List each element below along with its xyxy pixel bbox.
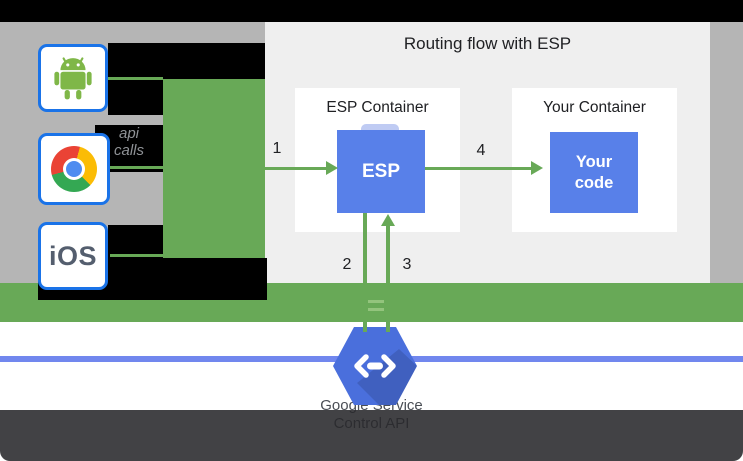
black-overlay-android-below [108,79,163,115]
arrow-2-line [363,213,367,332]
api-calls-label: api calls [96,125,162,159]
your-container-label: Your Container [543,99,646,116]
your-code-box: Your code [550,132,638,213]
ios-connector-line [110,254,163,257]
android-connector-line [108,77,163,80]
step-3-label: 3 [402,256,412,273]
ios-client-box: iOS [38,222,108,290]
service-link-dash-1 [368,300,384,303]
right-gray-strip [710,22,743,283]
esp-box: ESP [337,130,425,213]
step-2-label: 2 [342,256,352,273]
endpoints-hexagon-icon [333,327,417,405]
arrow-4-line [425,166,531,170]
esp-box-highlight-tab [361,124,399,134]
code-angle-brackets-icon [354,354,396,378]
arrow-4-head-icon [531,161,543,175]
arrow-1-line [265,166,327,170]
arrow-3-line [386,220,390,332]
step-4-label: 4 [476,142,486,159]
api-calls-line2: calls [113,142,144,159]
chrome-connector-line [110,166,163,169]
green-column [163,79,265,283]
android-client-box [38,44,108,112]
footer-dark-overlay [0,410,743,461]
android-robot-icon [54,57,92,100]
esp-label: ESP [361,160,401,182]
arrow-3-head-icon [381,214,395,226]
panel-title: Routing flow with ESP [403,34,572,53]
black-overlay-android-right [108,43,265,79]
ios-label: iOS [48,240,97,271]
chrome-client-box [38,133,110,205]
step-1-label: 1 [272,140,282,157]
your-code-label: Your code [574,152,614,192]
top-black-bar [0,0,743,22]
service-link-dash-2 [368,308,384,311]
arrow-1-head-icon [326,161,338,175]
black-overlay-ios-right [108,225,163,258]
api-calls-line1: api [118,125,140,142]
esp-container-label: ESP Container [326,99,429,116]
chrome-browser-icon [51,146,97,192]
chrome-icon-center [66,161,82,177]
